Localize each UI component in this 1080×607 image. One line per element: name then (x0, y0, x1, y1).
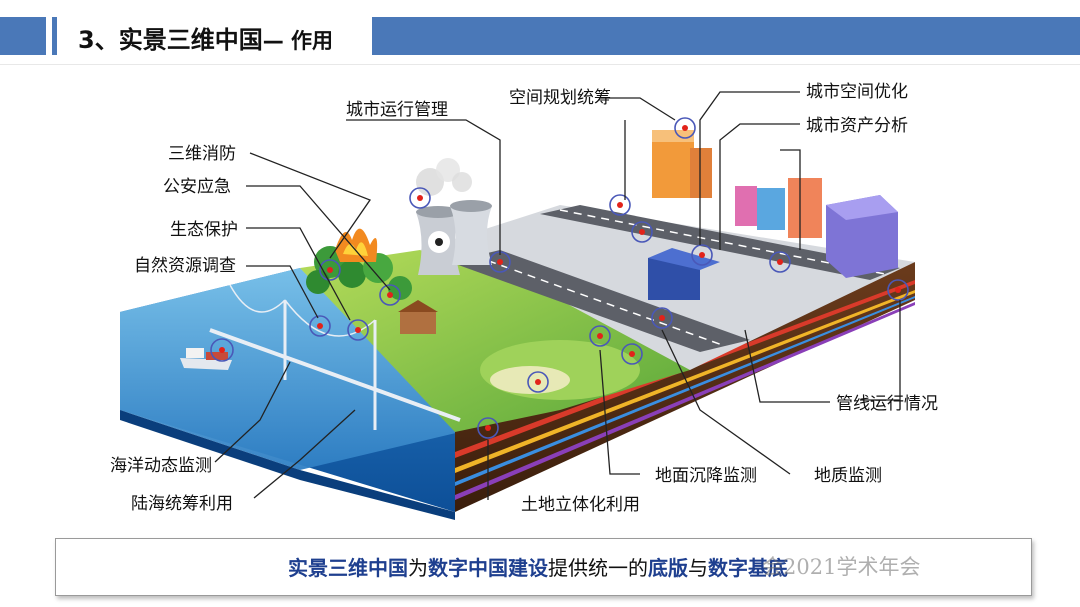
label-resource-survey: 自然资源调查 (134, 256, 236, 276)
caption-text: 实景三维中国为数字中国建设提供统一的底版与数字基底 (288, 556, 788, 580)
leader-lines (214, 91, 901, 500)
header-left-block (0, 17, 46, 55)
power-plant (416, 158, 492, 275)
page-title: 3、实景三维中国— 作用 (78, 26, 334, 54)
label-public-security: 公安应急 (163, 177, 231, 197)
header-bar: 3、实景三维中国— 作用 (0, 0, 1080, 75)
forest (306, 228, 412, 300)
label-city-operations: 城市运行管理 (346, 100, 448, 120)
watermark: 会2021学术年会 (762, 555, 921, 579)
label-land-sea: 陆海统筹利用 (131, 494, 233, 514)
sensor-dots (219, 125, 901, 431)
label-subsidence-monitoring: 地面沉降监测 (655, 466, 757, 486)
label-eco-protection: 生态保护 (170, 220, 238, 240)
label-city-space-optimization: 城市空间优化 (806, 82, 908, 102)
bridge (209, 284, 461, 430)
label-ocean-monitoring: 海洋动态监测 (110, 456, 212, 476)
label-city-asset-analysis: 城市资产分析 (806, 116, 908, 136)
label-pipeline-status: 管线运行情况 (836, 394, 938, 414)
header-right-block (372, 17, 1080, 55)
caption-box: 实景三维中国为数字中国建设提供统一的底版与数字基底 (55, 538, 1032, 596)
header-left-stripe (52, 17, 57, 55)
label-geology-monitoring: 地质监测 (814, 466, 882, 486)
header-divider (0, 64, 1080, 65)
buildings (398, 130, 898, 334)
label-3d-fire: 三维消防 (168, 144, 236, 164)
label-spatial-planning: 空间规划统筹 (509, 88, 611, 108)
label-3d-land-use: 土地立体化利用 (521, 495, 640, 515)
